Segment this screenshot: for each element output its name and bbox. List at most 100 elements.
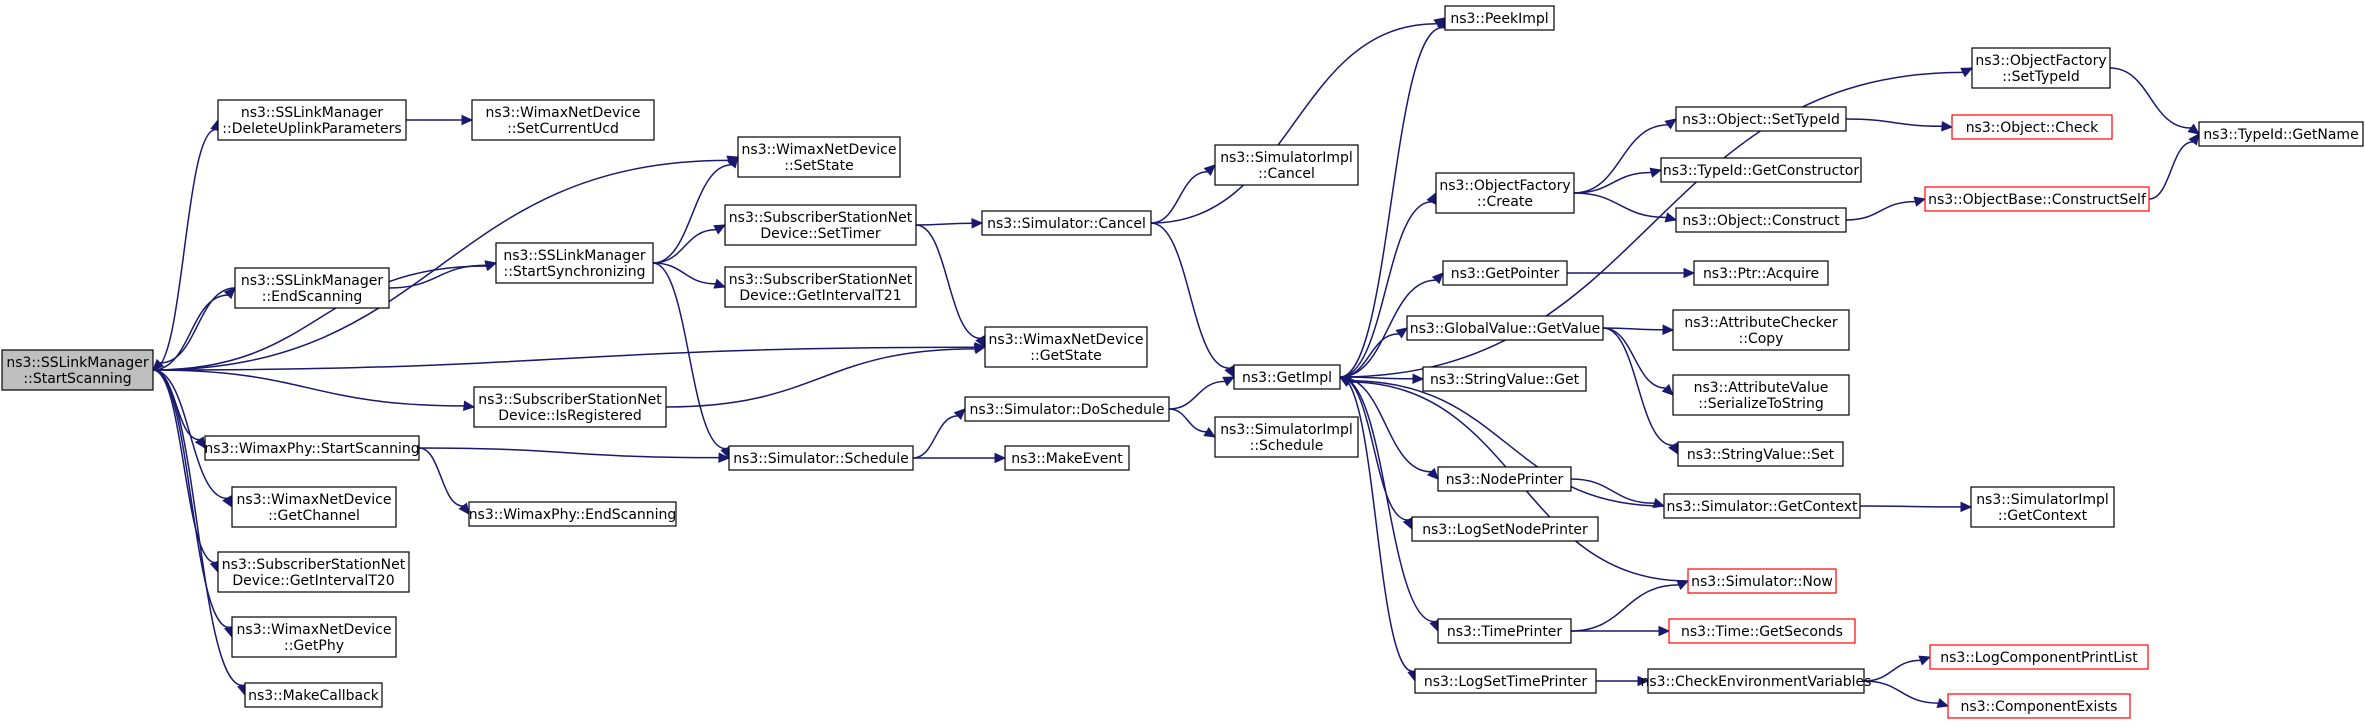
edge-simCancel-to-simImplCancel	[1150, 170, 1208, 224]
node-label: ns3::SSLinkManager	[503, 248, 646, 264]
node-simDoSchedule[interactable]: ns3::Simulator::DoSchedule	[964, 396, 1170, 422]
node-makeCallback[interactable]: ns3::MakeCallback	[244, 682, 383, 708]
arrowhead-gvGetValue-to-attrCheckerCopy	[1662, 324, 1675, 335]
arrowhead-isRegistered-to-getState	[973, 343, 987, 355]
edge-getImpl-to-ofCreate	[1339, 201, 1432, 378]
node-box	[471, 99, 655, 141]
arrowhead-root-to-isRegistered	[462, 400, 476, 412]
node-label: ns3::Simulator::Cancel	[987, 216, 1146, 232]
node-simGetContext[interactable]: ns3::Simulator::GetContext	[1663, 493, 1861, 519]
node-box	[1444, 5, 1555, 31]
node-box	[1663, 493, 1861, 519]
call-edges	[152, 16, 2200, 709]
node-root[interactable]: ns3::SSLinkManager::StartScanning	[1, 349, 154, 391]
node-label: ns3::SubscriberStationNet	[478, 392, 662, 408]
node-box	[1214, 144, 1359, 186]
node-label: ns3::MakeCallback	[248, 688, 380, 704]
node-ptrAcquire[interactable]: ns3::Ptr::Acquire	[1693, 260, 1829, 286]
arrowhead-startSync-to-setTimer	[713, 224, 727, 235]
node-typeIdGetName[interactable]: ns3::TypeId::GetName	[2198, 121, 2364, 147]
edge-ofCreate-to-objSetTypeId	[1573, 124, 1668, 194]
arrowhead-objConstruct-to-objBaseConstructSelf	[1913, 196, 1927, 207]
node-box	[2198, 121, 2364, 147]
node-attrValueSerialize[interactable]: ns3::AttributeValue::SerializeToString	[1672, 374, 1850, 416]
node-label: ns3::ObjectFactory	[1975, 53, 2106, 69]
node-stringValueGet[interactable]: ns3::StringValue::Get	[1422, 366, 1587, 392]
arrowhead-simDoSchedule-to-simImplSchedule	[1203, 427, 1217, 438]
edge-ofCreate-to-objConstruct	[1573, 192, 1667, 219]
node-getPhy[interactable]: ns3::WimaxNetDevice::GetPhy	[231, 616, 397, 658]
node-logSetNodePrinter[interactable]: ns3::LogSetNodePrinter	[1411, 516, 1599, 542]
arrowhead-endScanningLM-to-startSync	[484, 260, 498, 271]
node-getImpl[interactable]: ns3::GetImpl	[1233, 364, 1341, 390]
edge-gvGetValue-to-attrValueSerialize	[1602, 327, 1666, 389]
node-startSync[interactable]: ns3::SSLinkManager::StartSynchronizing	[495, 242, 654, 284]
node-label: Device::GetIntervalT20	[232, 573, 394, 589]
node-label: Device::GetIntervalT21	[739, 288, 901, 304]
arrowhead-startSync-to-getIntervalT21	[713, 278, 727, 289]
arrowhead-simGetContext-to-simImplGetContext	[1960, 501, 1973, 513]
node-simImplGetContext[interactable]: ns3::SimulatorImpl::GetContext	[1970, 486, 2115, 528]
node-logSetTimePrinter[interactable]: ns3::LogSetTimePrinter	[1414, 668, 1597, 694]
edge-nodePrinter-to-simGetContext	[1570, 478, 1655, 504]
node-nodePrinter[interactable]: ns3::NodePrinter	[1437, 466, 1572, 492]
node-simImplSchedule[interactable]: ns3::SimulatorImpl::Schedule	[1214, 416, 1359, 458]
node-label: ns3::LogComponentPrintList	[1940, 650, 2138, 666]
node-attrCheckerCopy[interactable]: ns3::AttributeChecker::Copy	[1672, 309, 1850, 351]
node-label: ns3::WimaxNetDevice	[237, 492, 392, 508]
edge-getImpl-to-peekImpl	[1339, 26, 1443, 378]
node-checkEnvVars[interactable]: ns3::CheckEnvironmentVariables	[1641, 668, 1872, 694]
arrowhead-getImpl-to-getPointer	[1431, 272, 1444, 285]
node-makeEvent[interactable]: ns3::MakeEvent	[1004, 445, 1130, 471]
node-objCheck[interactable]: ns3::Object::Check	[1951, 114, 2113, 140]
node-box	[1437, 466, 1572, 492]
node-phyStartScanning[interactable]: ns3::WimaxPhy::StartScanning	[204, 435, 420, 461]
node-setCurrentUcd[interactable]: ns3::WimaxNetDevice::SetCurrentUcd	[471, 99, 655, 141]
node-objBaseConstructSelf[interactable]: ns3::ObjectBase::ConstructSelf	[1924, 186, 2150, 212]
node-label: ns3::WimaxNetDevice	[989, 332, 1144, 348]
node-componentExists[interactable]: ns3::ComponentExists	[1947, 693, 2131, 719]
node-box	[981, 210, 1152, 236]
node-getChannel[interactable]: ns3::WimaxNetDevice::GetChannel	[231, 486, 397, 528]
node-gvGetValue[interactable]: ns3::GlobalValue::GetValue	[1406, 315, 1604, 341]
node-getState[interactable]: ns3::WimaxNetDevice::GetState	[984, 326, 1148, 368]
node-box	[1924, 186, 2150, 212]
node-box	[468, 501, 677, 527]
node-label: ns3::Simulator::Schedule	[733, 451, 909, 467]
edge-isRegistered-to-getState	[665, 348, 976, 408]
node-label: ns3::StringValue::Set	[1687, 447, 1835, 463]
arrowhead-root-to-endScanningLM	[223, 287, 236, 300]
node-timeGetSeconds[interactable]: ns3::Time::GetSeconds	[1668, 618, 1856, 644]
node-objSetTypeId[interactable]: ns3::Object::SetTypeId	[1675, 106, 1847, 132]
node-box	[1435, 172, 1575, 214]
node-peekImpl[interactable]: ns3::PeekImpl	[1444, 5, 1555, 31]
node-objConstruct[interactable]: ns3::Object::Construct	[1675, 207, 1847, 233]
node-label: ns3::ObjectBase::ConstructSelf	[1928, 192, 2147, 208]
node-getIntervalT21[interactable]: ns3::SubscriberStationNetDevice::GetInte…	[724, 266, 917, 308]
node-simNow[interactable]: ns3::Simulator::Now	[1687, 568, 1837, 594]
node-box	[1411, 516, 1599, 542]
node-phyEndScanning[interactable]: ns3::WimaxPhy::EndScanning	[468, 501, 677, 527]
node-setState[interactable]: ns3::WimaxNetDevice::SetState	[737, 136, 901, 178]
node-ofCreate[interactable]: ns3::ObjectFactory::Create	[1435, 172, 1575, 214]
node-isRegistered[interactable]: ns3::SubscriberStationNetDevice::IsRegis…	[473, 386, 667, 428]
node-deleteUplink[interactable]: ns3::SSLinkManager::DeleteUplinkParamete…	[217, 99, 407, 141]
node-logComponentPrintList[interactable]: ns3::LogComponentPrintList	[1929, 644, 2149, 670]
node-endScanningLM[interactable]: ns3::SSLinkManager::EndScanning	[234, 267, 390, 309]
node-label: ns3::PeekImpl	[1450, 11, 1548, 27]
node-typeIdGetCtor[interactable]: ns3::TypeId::GetConstructor	[1660, 157, 1862, 183]
node-box	[1951, 114, 2113, 140]
node-stringValueSet[interactable]: ns3::StringValue::Set	[1677, 441, 1844, 467]
node-label: ::Create	[1477, 194, 1533, 210]
node-getPointer[interactable]: ns3::GetPointer	[1442, 260, 1568, 286]
edge-timePrinter-to-simNow	[1570, 584, 1679, 632]
arrowhead-getImpl-to-ofSetTypeId	[1960, 67, 1974, 78]
node-simImplCancel[interactable]: ns3::SimulatorImpl::Cancel	[1214, 144, 1359, 186]
node-ofSetTypeId[interactable]: ns3::ObjectFactory::SetTypeId	[1971, 47, 2111, 89]
node-timePrinter[interactable]: ns3::TimePrinter	[1437, 618, 1572, 644]
node-box	[737, 136, 901, 178]
node-simCancel[interactable]: ns3::Simulator::Cancel	[981, 210, 1152, 236]
node-simSchedule[interactable]: ns3::Simulator::Schedule	[728, 445, 914, 471]
node-setTimer[interactable]: ns3::SubscriberStationNetDevice::SetTime…	[724, 204, 917, 246]
node-getIntervalT20[interactable]: ns3::SubscriberStationNetDevice::GetInte…	[217, 551, 410, 593]
